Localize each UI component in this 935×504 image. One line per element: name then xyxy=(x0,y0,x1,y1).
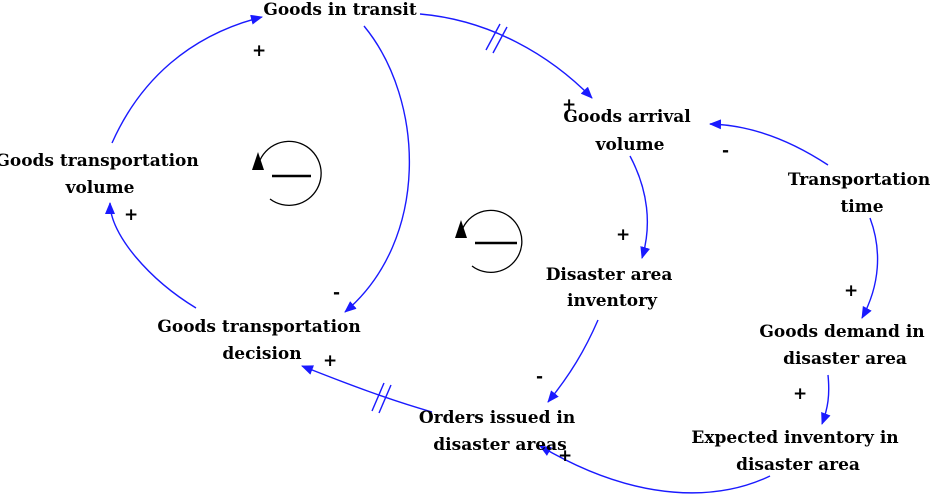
node-goods-transportation-volume: Goods transportation volume xyxy=(0,151,205,198)
node-disaster-area-inventory: Disaster area inventory xyxy=(546,265,679,311)
node-goods-in-transit: Goods in transit xyxy=(263,0,417,20)
link-time-to-arrival xyxy=(709,119,829,166)
polarity-volume-to-transit: + xyxy=(252,41,266,61)
link-orders-to-decision xyxy=(301,365,433,413)
link-decision-to-volume xyxy=(105,202,197,309)
delay-mark-transit-arrival xyxy=(485,23,501,51)
polarity-time-to-demand: + xyxy=(844,281,858,301)
node-expected-inventory: Expected inventory in disaster area xyxy=(691,428,904,475)
link-expected-to-orders xyxy=(539,445,771,494)
link-time-to-demand xyxy=(861,217,879,319)
delay-mark-orders-decision-2 xyxy=(378,384,392,414)
node-goods-arrival-volume: Goods arrival volume xyxy=(563,107,696,155)
loop-indicator-right xyxy=(455,209,523,273)
polarity-expected-to-orders: + xyxy=(558,446,572,466)
node-goods-demand: Goods demand in disaster area xyxy=(759,322,930,369)
polarity-time-to-arrival: - xyxy=(722,141,729,161)
node-orders-issued: Orders issued in disaster areas xyxy=(419,408,581,455)
link-arrival-to-inventory xyxy=(629,155,650,259)
link-demand-to-expected xyxy=(821,374,831,425)
polarity-demand-to-expected: + xyxy=(793,384,807,404)
delay-mark-orders-decision xyxy=(371,382,385,412)
polarity-transit-to-decision: - xyxy=(333,283,340,303)
delay-mark-transit-arrival-2 xyxy=(492,26,508,54)
link-inventory-to-orders xyxy=(547,319,599,403)
link-volume-to-transit xyxy=(111,14,263,144)
polarity-orders-to-decision: + xyxy=(323,351,337,371)
node-goods-transportation-decision: Goods transportation decision xyxy=(157,317,366,364)
polarity-decision-to-volume: + xyxy=(124,205,138,225)
polarity-arrival-to-inventory: + xyxy=(616,225,630,245)
link-transit-to-arrival xyxy=(419,13,593,99)
polarity-inventory-to-orders: - xyxy=(536,367,543,387)
link-transit-to-decision xyxy=(344,25,411,313)
loop-indicator-left xyxy=(252,140,322,206)
node-transportation-time: Transportation time xyxy=(788,170,935,217)
polarity-transit-to-arrival: + xyxy=(562,95,576,115)
